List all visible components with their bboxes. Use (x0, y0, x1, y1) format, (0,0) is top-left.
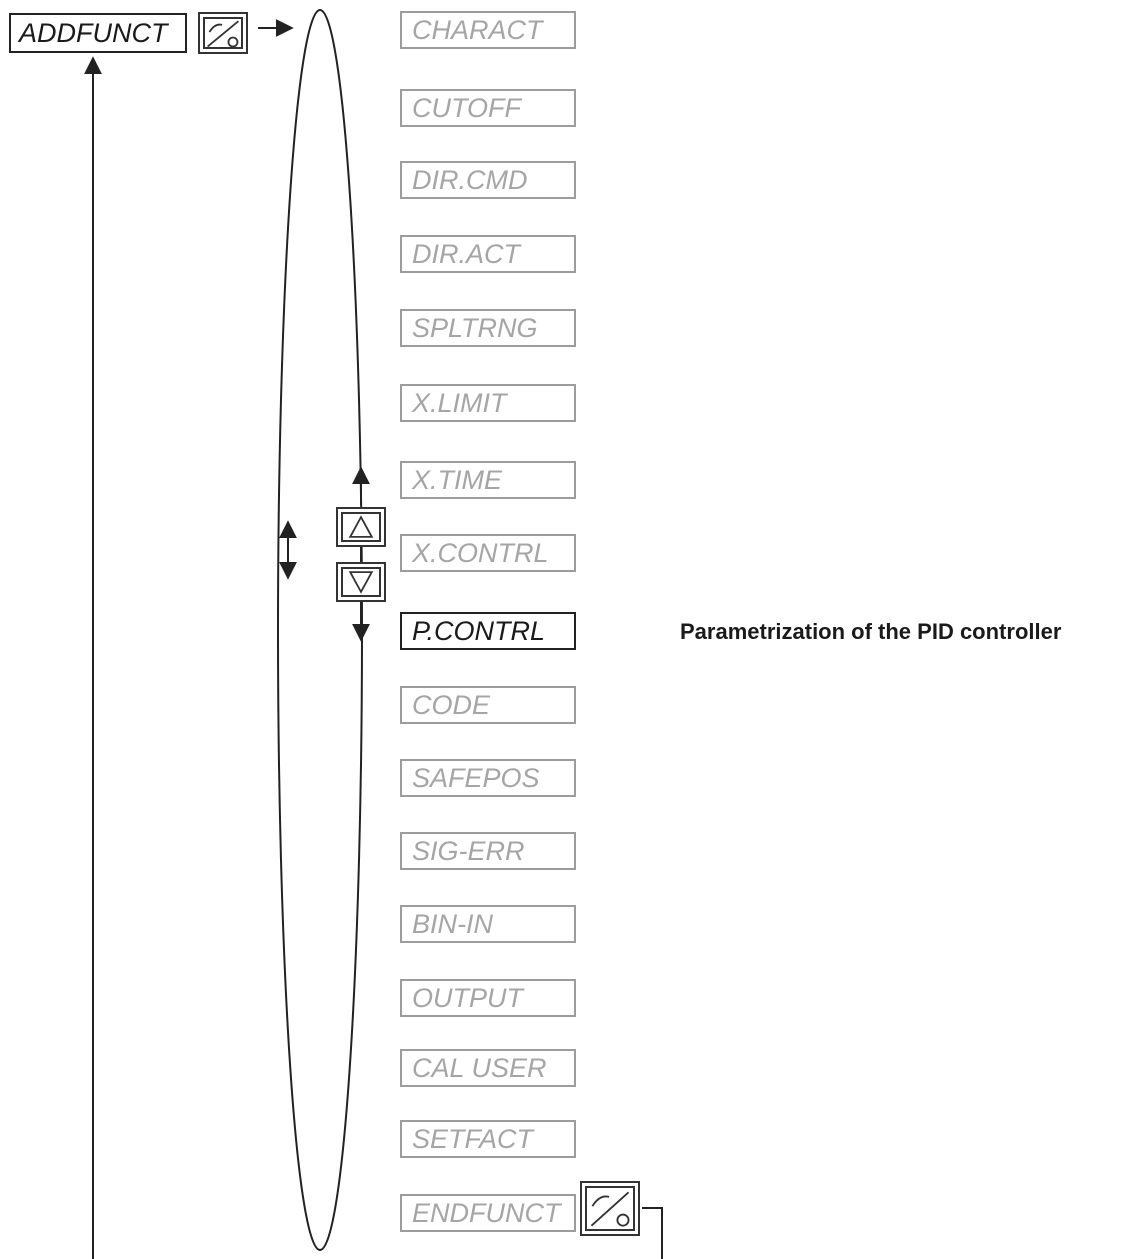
menu-item-x-contrl[interactable]: X.CONTRL (400, 534, 576, 572)
menu-item-safepos[interactable]: SAFEPOS (400, 759, 576, 797)
menu-item-output[interactable]: OUTPUT (400, 979, 576, 1017)
up-arrow-key-icon[interactable] (336, 507, 386, 547)
menu-item-code[interactable]: CODE (400, 686, 576, 724)
menu-item-cutoff[interactable]: CUTOFF (400, 89, 576, 127)
menu-item-x-time[interactable]: X.TIME (400, 461, 576, 499)
menu-item-sig-err[interactable]: SIG-ERR (400, 832, 576, 870)
return-line (642, 1207, 663, 1259)
addfunct-menu-box[interactable]: ADDFUNCT (9, 13, 187, 53)
menu-item-p-contrl[interactable]: P.CONTRL (400, 612, 576, 650)
menu-item-x-limit[interactable]: X.LIMIT (400, 384, 576, 422)
menu-loop-ellipse (277, 9, 363, 1251)
hand-enter-key-icon-endfunct[interactable] (580, 1181, 640, 1236)
menu-item-dir-cmd[interactable]: DIR.CMD (400, 161, 576, 199)
menu-item-bin-in[interactable]: BIN-IN (400, 905, 576, 943)
p-contrl-annotation: Parametrization of the PID controller (680, 619, 1062, 644)
menu-item-endfunct[interactable]: ENDFUNCT (400, 1194, 576, 1232)
menu-item-dir-act[interactable]: DIR.ACT (400, 235, 576, 273)
menu-item-setfact[interactable]: SETFACT (400, 1120, 576, 1158)
menu-item-spltrng[interactable]: SPLTRNG (400, 309, 576, 347)
hand-enter-key-icon[interactable] (198, 12, 248, 54)
menu-item-cal-user[interactable]: CAL USER (400, 1049, 576, 1087)
menu-item-charact[interactable]: CHARACT (400, 11, 576, 49)
down-arrow-key-icon[interactable] (336, 562, 386, 602)
